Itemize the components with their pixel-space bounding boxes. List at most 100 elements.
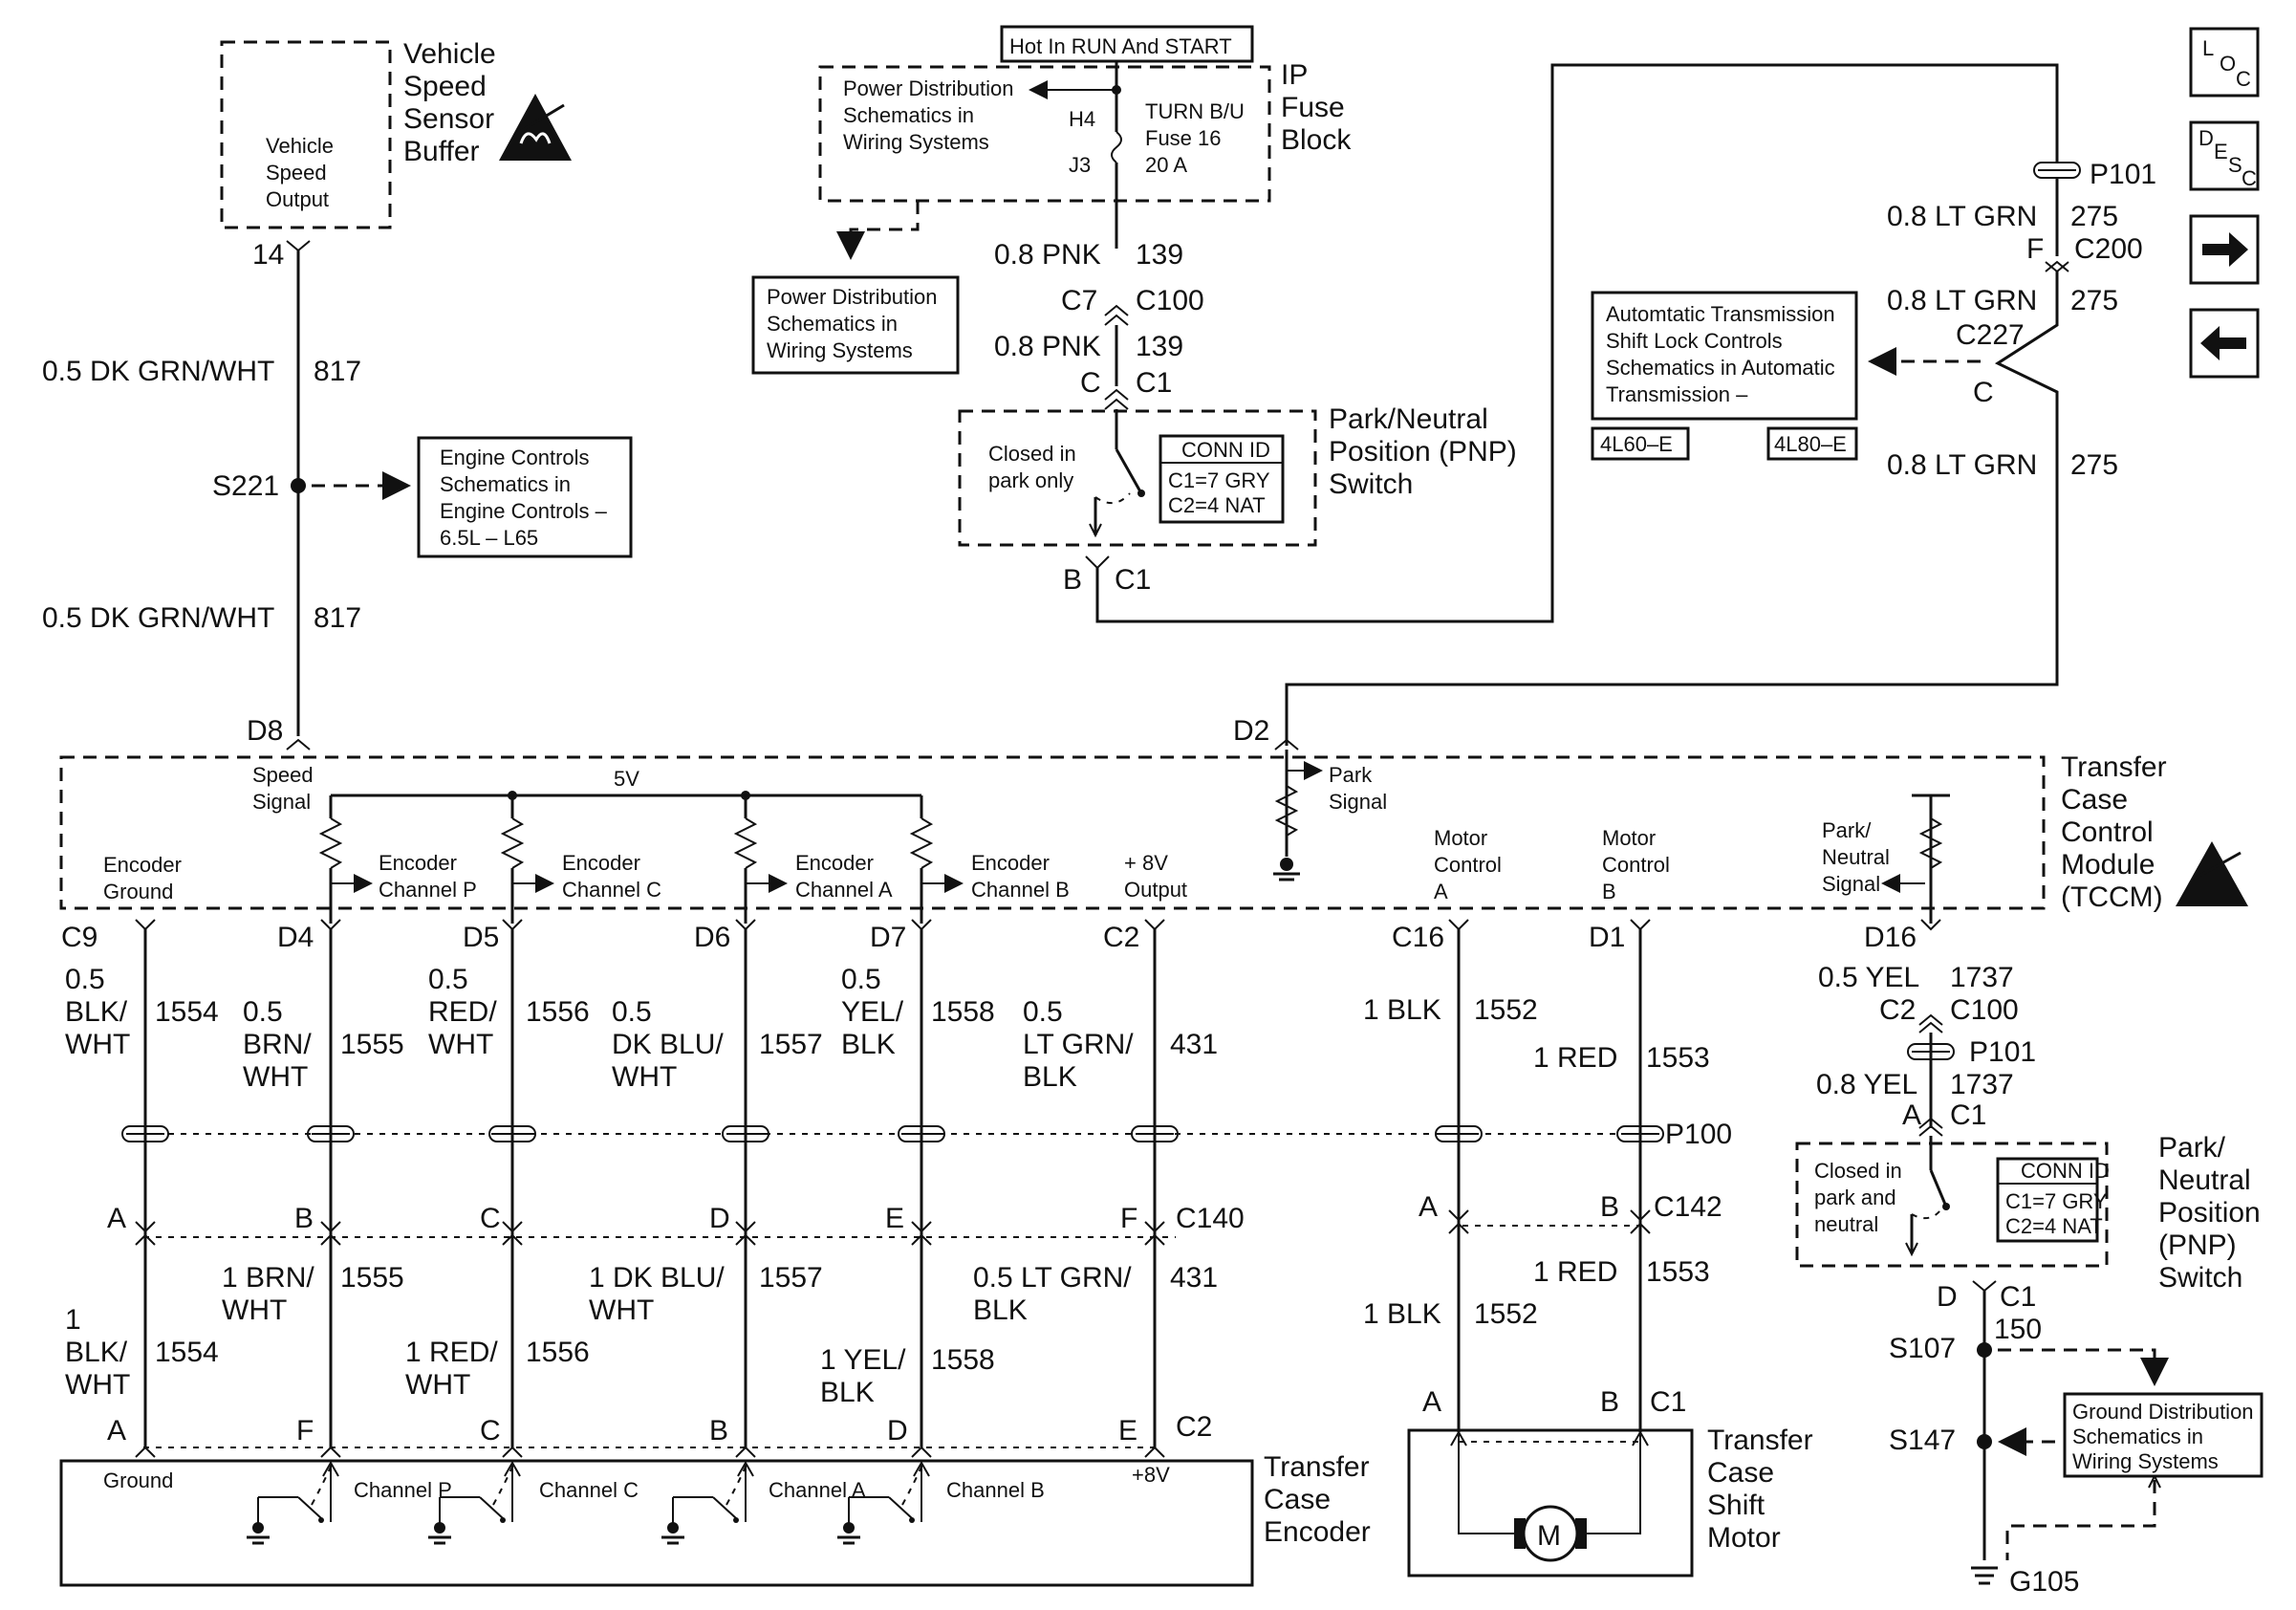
svg-text:IP: IP (1281, 59, 1308, 91)
arrow-left-icon (2200, 326, 2246, 360)
svg-text:C: C (480, 1203, 501, 1234)
svg-text:F: F (296, 1415, 314, 1447)
tccm-pin-label: D4 (277, 922, 314, 953)
svg-text:Power Distribution: Power Distribution (843, 76, 1014, 100)
connector-terminal (911, 1233, 932, 1246)
svg-text:Fuse: Fuse (1281, 92, 1345, 123)
power-distribution-reference[interactable]: Power Distribution Schematics in Wiring … (751, 275, 960, 375)
svg-text:1557: 1557 (759, 1262, 823, 1294)
connector-terminal (1144, 1233, 1165, 1246)
pullup-resistor (733, 795, 788, 924)
svg-text:+8V: +8V (1132, 1463, 1170, 1487)
svg-text:Position: Position (2158, 1197, 2261, 1229)
svg-text:0.5: 0.5 (243, 996, 283, 1028)
svg-text:1 YEL/: 1 YEL/ (820, 1344, 906, 1376)
encoder-terminal (1144, 1446, 1165, 1458)
svg-text:Encoder: Encoder (971, 851, 1050, 875)
svg-text:Speed: Speed (403, 71, 487, 102)
svg-text:1737: 1737 (1950, 962, 2014, 993)
svg-text:A: A (1434, 880, 1448, 903)
svg-text:C1: C1 (1950, 1099, 1986, 1131)
svg-text:Automtatic Transmission: Automtatic Transmission (1606, 302, 1835, 326)
svg-text:C7: C7 (1061, 285, 1097, 316)
svg-text:139: 139 (1136, 331, 1183, 362)
pin-terminal (1630, 919, 1651, 931)
svg-text:C1: C1 (1136, 367, 1172, 399)
encoder-terminal (502, 1446, 523, 1458)
engine-controls-reference[interactable]: Engine Controls Schematics in Engine Con… (417, 436, 633, 558)
svg-text:817: 817 (314, 356, 361, 387)
upper-wire-labels: 0.5 BLK/ WHT 1554 0.5 BRN/ WHT 1555 0.5 … (65, 964, 1710, 1093)
svg-text:Transfer: Transfer (1707, 1425, 1813, 1456)
svg-text:5V: 5V (614, 767, 639, 791)
svg-text:Wiring Systems: Wiring Systems (2072, 1449, 2219, 1473)
svg-text:A: A (107, 1415, 126, 1447)
svg-text:1 BLK: 1 BLK (1363, 994, 1441, 1026)
tccm-pin-label: D5 (463, 922, 499, 953)
svg-text:1558: 1558 (931, 996, 995, 1028)
svg-text:Channel C: Channel C (562, 878, 661, 902)
svg-text:E: E (1118, 1415, 1137, 1447)
svg-text:M: M (1537, 1520, 1561, 1552)
svg-text:D8: D8 (247, 715, 283, 747)
inline-connector-p100 (488, 1125, 536, 1142)
tccm-pin-label: C2 (1103, 922, 1139, 953)
svg-text:CONN ID: CONN ID (2021, 1159, 2110, 1183)
connector-terminal (135, 1221, 156, 1233)
svg-text:Encoder: Encoder (562, 851, 640, 875)
svg-text:Schematics in Automatic: Schematics in Automatic (1606, 356, 1835, 380)
svg-text:1737: 1737 (1950, 1069, 2014, 1100)
tccm-pin-label: D6 (694, 922, 730, 953)
svg-text:Channel P: Channel P (379, 878, 477, 902)
encoder-switch (428, 1460, 521, 1545)
shift-lock-reference[interactable]: Automtatic Transmission Shift Lock Contr… (1591, 291, 1858, 461)
desc-button[interactable]: D E S C (2189, 120, 2260, 191)
tccm-pin-label: D16 (1864, 922, 1917, 953)
ground-icon (247, 1522, 270, 1545)
ground-icon (661, 1522, 684, 1545)
prev-page-button[interactable] (2189, 308, 2260, 379)
svg-text:139: 139 (1136, 239, 1183, 271)
park-signal-resistor (1274, 785, 1299, 837)
next-page-button[interactable] (2189, 214, 2260, 285)
svg-text:1553: 1553 (1646, 1256, 1710, 1288)
svg-text:Ground: Ground (103, 880, 173, 903)
svg-text:Fuse 16: Fuse 16 (1145, 126, 1222, 150)
svg-text:(TCCM): (TCCM) (2061, 881, 2163, 913)
svg-text:C227: C227 (1956, 319, 2025, 351)
svg-text:0.5: 0.5 (65, 964, 105, 995)
connector-terminal (502, 1233, 523, 1246)
svg-text:C100: C100 (1136, 285, 1204, 316)
svg-text:1554: 1554 (155, 996, 219, 1028)
svg-text:275: 275 (2070, 449, 2118, 481)
encoder-terminal (320, 1446, 341, 1458)
splice-s147 (1977, 1434, 1992, 1449)
svg-text:WHT: WHT (589, 1295, 654, 1326)
svg-text:Schematics in: Schematics in (843, 103, 974, 127)
svg-text:C: C (2242, 166, 2257, 190)
ground-distribution-reference[interactable]: Ground Distribution Schematics in Wiring… (2063, 1392, 2264, 1478)
svg-text:Buffer: Buffer (403, 136, 480, 167)
svg-text:1 RED: 1 RED (1533, 1042, 1617, 1074)
svg-text:Case: Case (2061, 784, 2128, 816)
tccm-pin-label: C16 (1392, 922, 1444, 953)
svg-text:817: 817 (314, 602, 361, 634)
svg-text:C200: C200 (2074, 233, 2143, 265)
svg-text:WHT: WHT (243, 1061, 308, 1093)
svg-text:BRN/: BRN/ (243, 1029, 312, 1060)
svg-text:(PNP): (PNP) (2158, 1229, 2237, 1261)
svg-text:TURN B/U: TURN B/U (1145, 99, 1245, 123)
svg-text:RED/: RED/ (428, 996, 497, 1028)
svg-text:Channel C: Channel C (539, 1478, 639, 1502)
svg-text:0.5 LT GRN/: 0.5 LT GRN/ (973, 1262, 1132, 1294)
tccm-pin-label: D1 (1589, 922, 1625, 953)
pullup-resistor (318, 795, 373, 924)
svg-text:1558: 1558 (931, 1344, 995, 1376)
svg-text:B: B (1600, 1386, 1619, 1418)
svg-text:B: B (1602, 880, 1616, 903)
svg-text:0.5: 0.5 (841, 964, 881, 995)
loc-button[interactable]: L O C (2189, 27, 2260, 98)
svg-text:Block: Block (1281, 124, 1352, 156)
svg-text:Channel P: Channel P (354, 1478, 452, 1502)
encoder-switches (247, 1460, 930, 1545)
